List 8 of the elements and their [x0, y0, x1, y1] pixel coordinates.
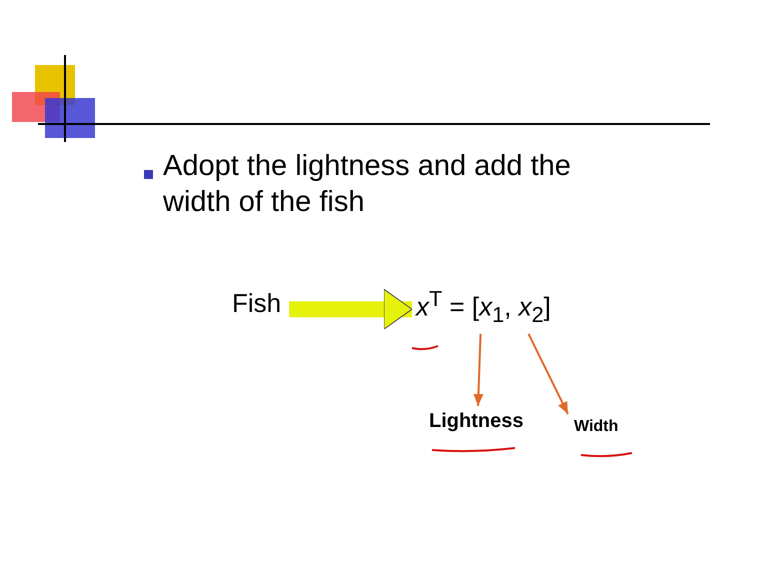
feature-label: Width: [574, 418, 618, 436]
arrow: [528, 333, 569, 414]
feature-vector-formula: x$^{T}$ = [x$_{1}$, x$_{2}$]: [416, 286, 551, 328]
bullet-text: Adopt the lightness and add the width of the fish: [163, 149, 572, 220]
source-label: Fish: [232, 288, 282, 319]
arrow: [473, 334, 484, 406]
block-arrow: [289, 288, 412, 330]
feature-label: Lightness: [429, 410, 524, 433]
